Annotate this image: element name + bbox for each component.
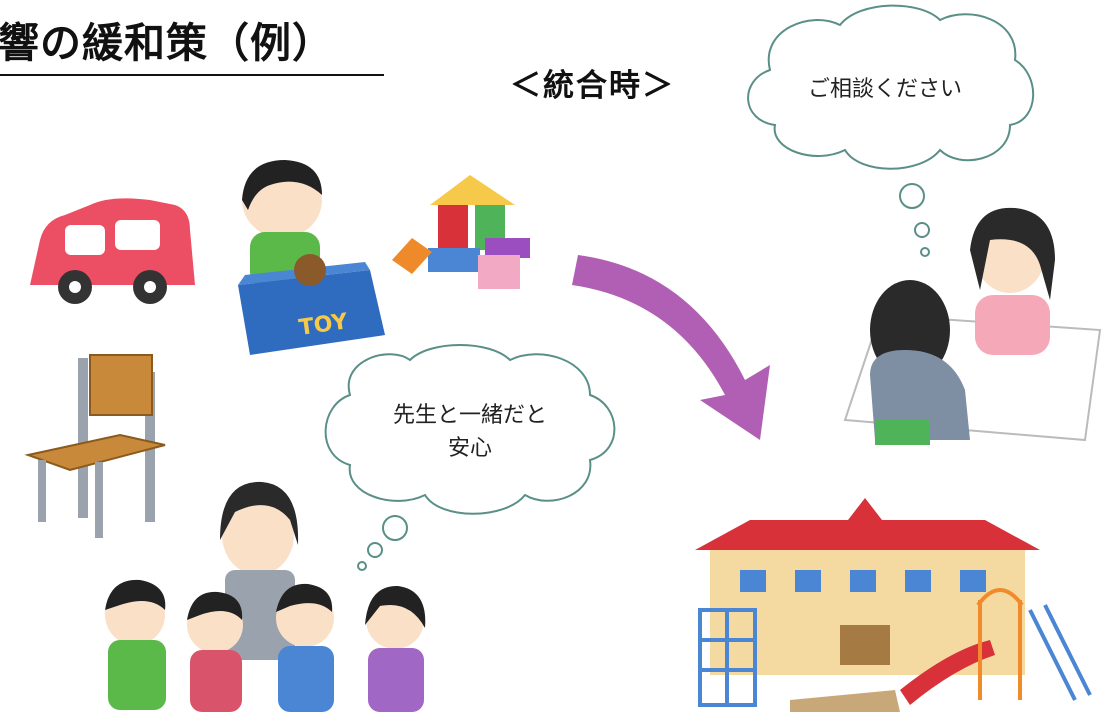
toy-car-image	[30, 198, 195, 304]
consult-bubble-text: ご相談ください	[807, 77, 962, 102]
toy-blocks-image	[392, 175, 530, 289]
page-title: 響の緩和策（例）	[0, 14, 384, 76]
teacher-and-children-image	[105, 481, 426, 712]
consultation-scene-image	[843, 207, 1102, 445]
reassure-bubble-text-line2: 安心	[447, 436, 492, 461]
reassure-thought-bubble	[324, 344, 616, 571]
section-subtitle: ＜統合時＞	[510, 68, 675, 104]
chair-image	[24, 354, 166, 538]
consult-thought-bubble	[747, 4, 1035, 257]
boy-with-toy-box-image: TOY	[238, 160, 385, 355]
kindergarten-building-image	[695, 498, 1092, 712]
transition-arrow-icon	[572, 255, 770, 440]
reassure-bubble-text-line1: 先生と一緒だと	[392, 403, 547, 428]
